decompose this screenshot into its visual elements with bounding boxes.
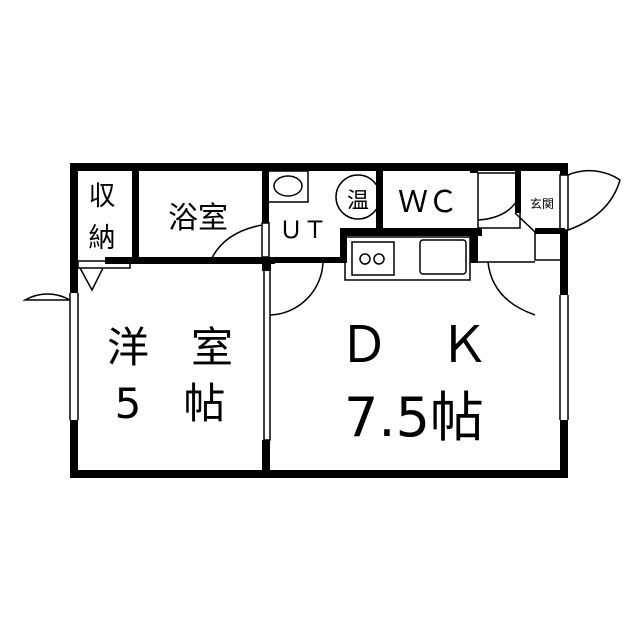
- sink-icon: [419, 239, 467, 275]
- wc-door-swing: [477, 194, 521, 221]
- front-door: [559, 174, 569, 231]
- water-heater-label: 温: [347, 189, 369, 214]
- western-room-name: 洋 室: [107, 323, 233, 372]
- dk-size: 7.5帖: [344, 386, 484, 449]
- toilet-label: ＷＣ: [398, 185, 458, 220]
- fixtures: [22, 169, 621, 441]
- storage-label-1: 収: [89, 181, 116, 212]
- utility-label: ＵＴ: [279, 216, 327, 244]
- bath-door-swing: [210, 224, 263, 259]
- storage-label-2: 納: [89, 223, 116, 254]
- walls: [70, 163, 568, 478]
- stove-icon: [351, 241, 395, 276]
- water-heater-icon: [335, 174, 381, 220]
- front-door-swing: [567, 169, 621, 231]
- closet-arrow-icon: [79, 267, 104, 292]
- western-room-size: 5 帖: [115, 379, 226, 428]
- bath-door: [261, 222, 270, 258]
- washbasin-icon: [273, 175, 303, 197]
- left-door-swing: [22, 293, 71, 301]
- ut-door-swing: [269, 261, 324, 316]
- dk-name: Ｄ Ｋ: [339, 316, 489, 374]
- entrance-label: 玄関: [530, 196, 554, 211]
- kitchen-counter: [344, 236, 471, 281]
- entrance-inner-door-swing: [487, 261, 536, 316]
- room-labels: 収 納 浴室 ＵＴ 温 ＷＣ 玄関 洋 室 5 帖 Ｄ Ｋ 7.5帖: [89, 181, 555, 449]
- bath-label: 浴室: [168, 201, 228, 236]
- partition-door: [263, 264, 271, 441]
- closet-door: [77, 260, 131, 269]
